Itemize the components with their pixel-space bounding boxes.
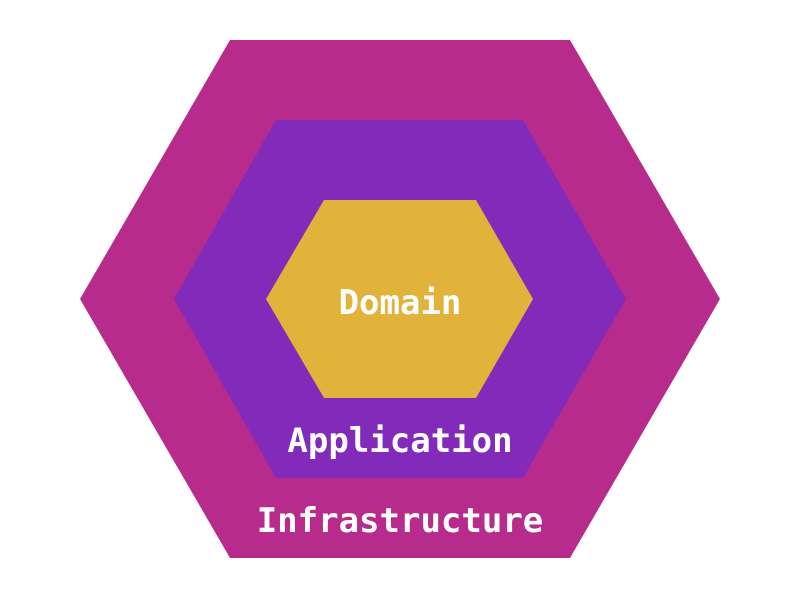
infrastructure-label: Infrastructure bbox=[257, 501, 544, 541]
domain-label: Domain bbox=[339, 283, 462, 323]
domain-layer-hexagon bbox=[266, 200, 533, 398]
application-label: Application bbox=[287, 421, 512, 461]
